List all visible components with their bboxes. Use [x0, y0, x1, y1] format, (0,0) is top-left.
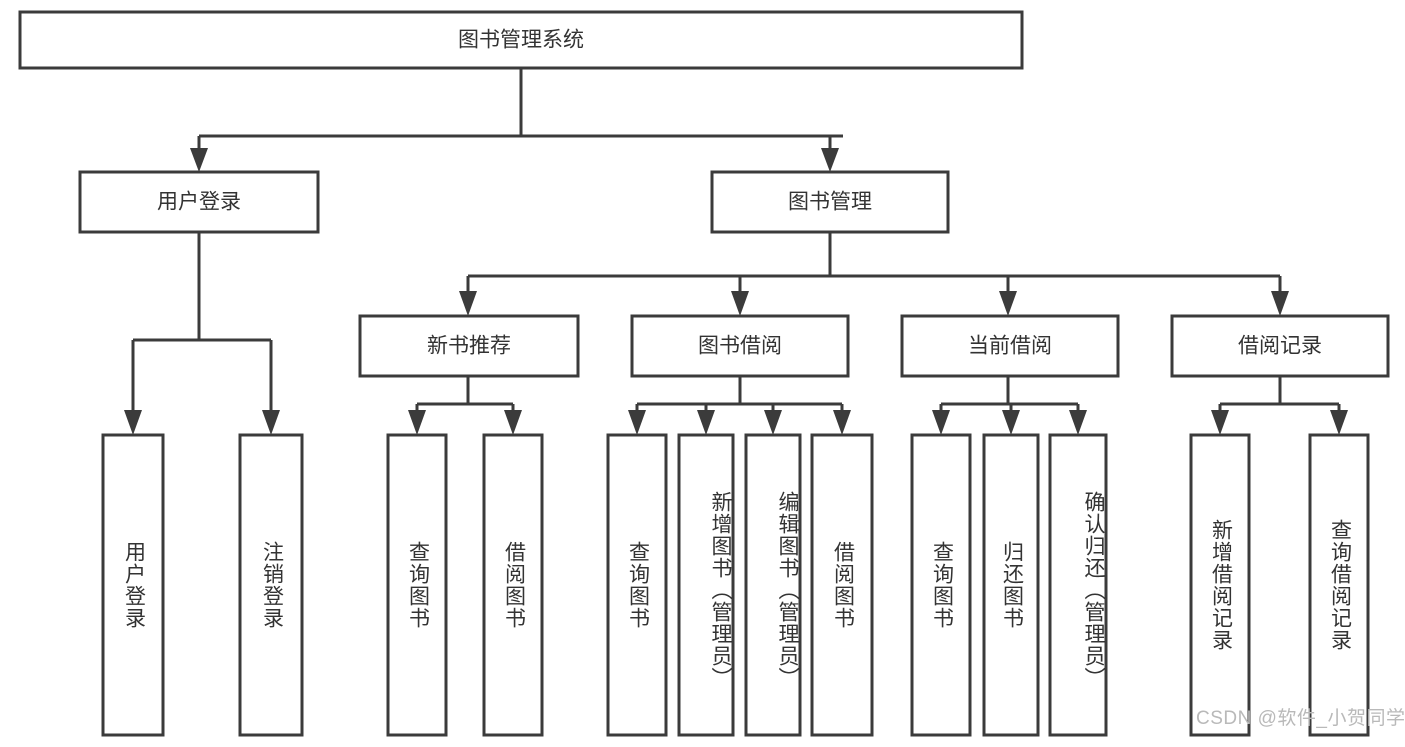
node-current-borrow-label: 当前借阅 [968, 335, 1052, 358]
arrowhead-new-book-rec [459, 291, 477, 316]
node-leaf-borrow-book-box[interactable] [810, 433, 874, 737]
arrowhead-leaf-borrow-book [833, 410, 851, 435]
arrowhead-leaf-user-login [124, 410, 142, 435]
node-leaf-add-record-box[interactable] [1189, 433, 1251, 737]
node-user-login-label: 用户登录 [157, 191, 241, 214]
node-book-borrow-box[interactable] [630, 314, 850, 378]
watermark-text: CSDN @软件_小贺同学 [1196, 708, 1405, 729]
arrowhead-leaf-confirm-return [1069, 410, 1087, 435]
arrowhead-leaf-user-logout [262, 410, 280, 435]
arrowhead-leaf-query-book-borrow [628, 410, 646, 435]
arrowhead-leaf-add-record [1211, 410, 1229, 435]
node-root[interactable]: 图书管理系统 [18, 10, 1024, 70]
node-leaf-add-book-box[interactable] [677, 433, 735, 737]
arrowhead-user-login [190, 148, 208, 172]
arrowhead-leaf-query-book-cur [932, 410, 950, 435]
node-book-borrow-label: 图书借阅 [698, 335, 782, 358]
node-leaf-query-book-borrow-box[interactable] [606, 433, 668, 737]
node-new-book-rec[interactable]: 新书推荐 [358, 314, 580, 378]
node-book-borrow[interactable]: 图书借阅 [630, 314, 850, 378]
connector-group-borrow-record [1211, 376, 1348, 435]
arrowhead-leaf-edit-book [764, 410, 782, 435]
arrowhead-book-borrow [731, 291, 749, 316]
arrowhead-borrow-record [1271, 291, 1289, 316]
node-book-manage-box[interactable] [710, 170, 950, 234]
arrowhead-leaf-add-book [697, 410, 715, 435]
arrowhead-book-manage [821, 148, 839, 172]
node-user-login-box[interactable] [78, 170, 320, 234]
connector-group-new-book-rec [408, 376, 522, 435]
node-user-login[interactable]: 用户登录 [78, 170, 320, 234]
node-leaf-user-logout-box[interactable] [238, 433, 304, 737]
node-leaf-edit-book-box[interactable] [744, 433, 802, 737]
node-current-borrow[interactable]: 当前借阅 [900, 314, 1120, 378]
node-leaf-query-book-rec-box[interactable] [386, 433, 448, 737]
node-leaf-borrow-book-rec-box[interactable] [482, 433, 544, 737]
node-leaf-return-book-box[interactable] [982, 433, 1040, 737]
node-leaf-confirm-return-box[interactable] [1048, 433, 1108, 737]
arrowhead-leaf-borrow-book-rec [504, 410, 522, 435]
node-leaf-query-book-cur-box[interactable] [910, 433, 972, 737]
node-current-borrow-box[interactable] [900, 314, 1120, 378]
leaf-boxes [101, 433, 1370, 737]
node-book-manage-label: 图书管理 [788, 191, 872, 214]
connector-group-current-borrow [932, 376, 1087, 435]
arrowhead-current-borrow [999, 291, 1017, 316]
node-borrow-record[interactable]: 借阅记录 [1170, 314, 1390, 378]
node-new-book-rec-label: 新书推荐 [427, 335, 511, 358]
node-root-box[interactable] [18, 10, 1024, 70]
arrowhead-leaf-return-book [1002, 410, 1020, 435]
arrowhead-leaf-query-book-rec [408, 410, 426, 435]
node-borrow-record-label: 借阅记录 [1238, 335, 1322, 358]
node-leaf-query-record-box[interactable] [1308, 433, 1370, 737]
node-leaf-user-login-box[interactable] [101, 433, 165, 737]
node-borrow-record-box[interactable] [1170, 314, 1390, 378]
node-book-manage[interactable]: 图书管理 [710, 170, 950, 234]
connector-group-book-borrow [628, 376, 851, 435]
connector-group-book-manage [459, 232, 1289, 316]
connector-group-user-login [124, 232, 280, 435]
node-root-label: 图书管理系统 [458, 29, 584, 52]
connector-group-root [190, 68, 843, 172]
node-new-book-rec-box[interactable] [358, 314, 580, 378]
arrowhead-leaf-query-record [1330, 410, 1348, 435]
